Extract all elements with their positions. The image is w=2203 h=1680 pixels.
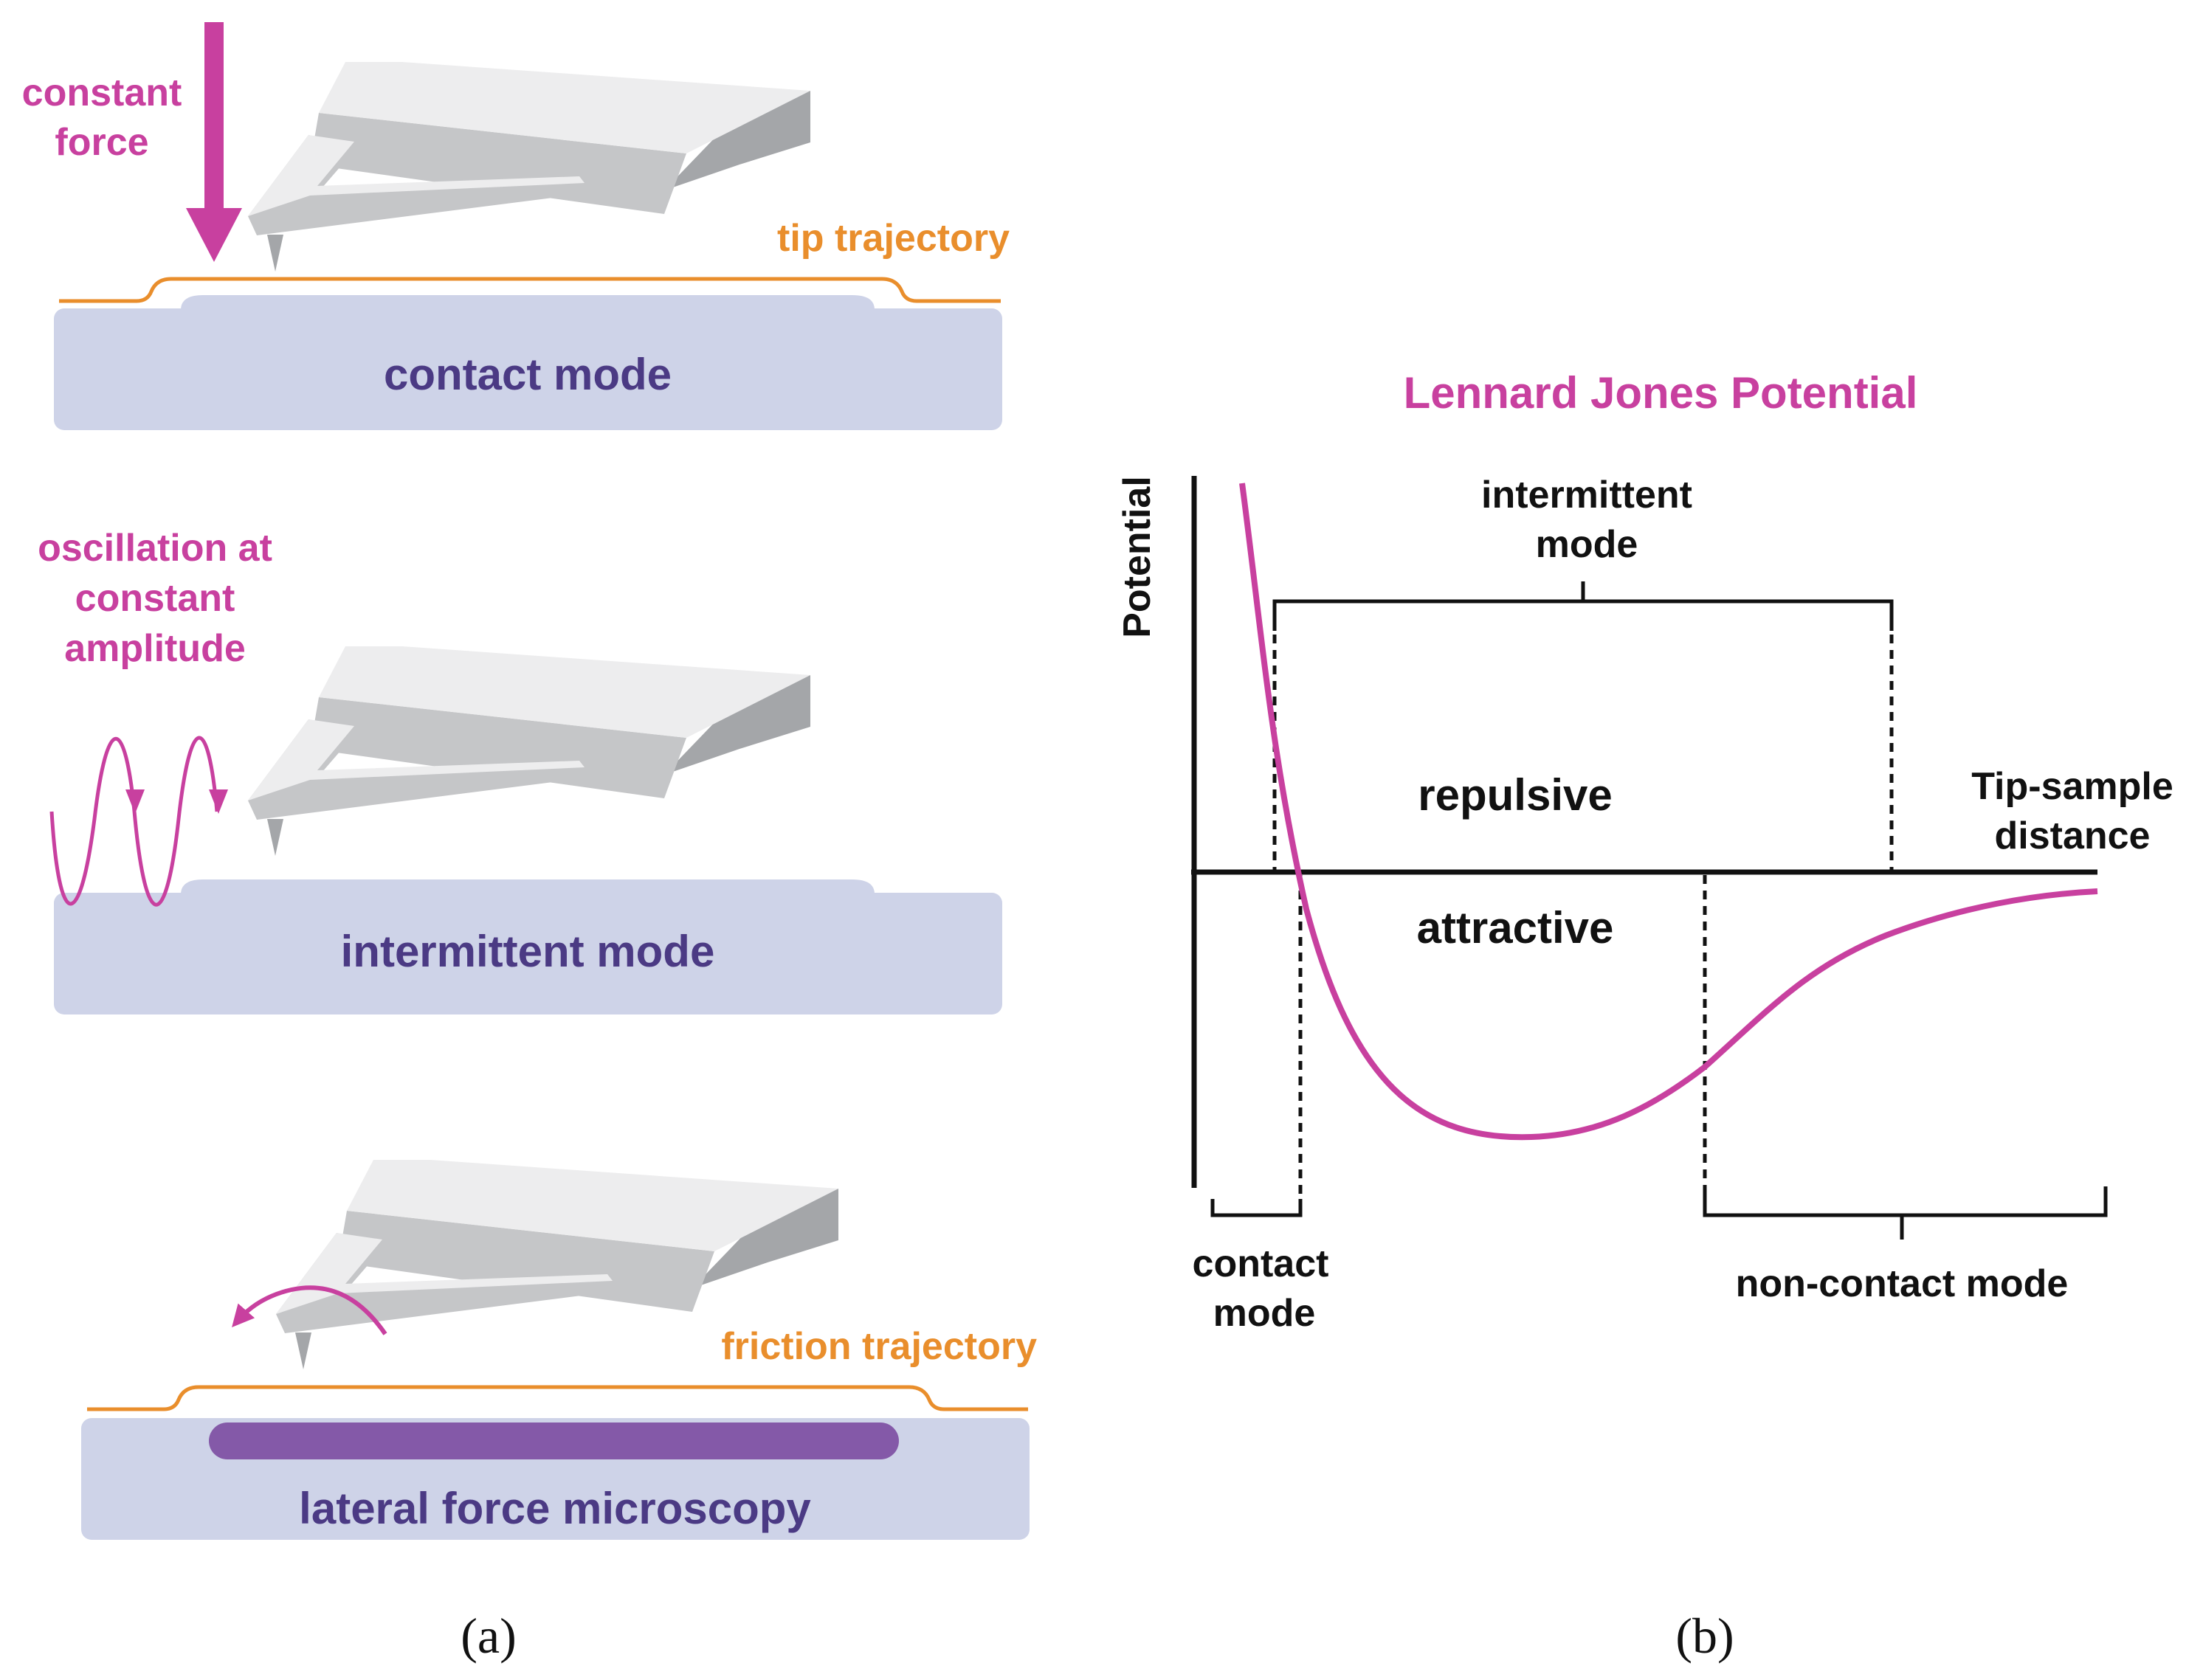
constant-force-label-line1: constant (22, 72, 182, 114)
lateral-force-diagram: friction trajectory lateral force micros… (81, 1160, 1037, 1540)
contact-label-line1: contact (1193, 1242, 1329, 1285)
contact-label-line2: mode (1213, 1292, 1316, 1335)
oscillation-label-line1: oscillation at (38, 527, 272, 570)
panel-a-caption: (a) (461, 1608, 516, 1664)
panel-b: Lennard Jones Potential Potential Tip-sa… (1116, 368, 2173, 1664)
intermittent-cantilever (248, 646, 810, 856)
lateral-feature-bar (209, 1423, 899, 1459)
contact-force-arrow-icon (186, 22, 242, 262)
noncontact-bracket (1703, 1186, 2108, 1240)
contact-sample-base (54, 308, 1002, 430)
contact-tip-trajectory (59, 277, 1001, 303)
repulsive-label: repulsive (1418, 770, 1612, 820)
y-axis-label: Potential (1116, 476, 1159, 638)
oscillation-label-line3: amplitude (64, 627, 246, 670)
friction-trajectory-label: friction trajectory (721, 1325, 1037, 1368)
lennard-jones-curve (1239, 483, 2098, 1141)
intermittent-label-line1: intermittent (1481, 474, 1692, 516)
noncontact-label: non-contact mode (1736, 1262, 2069, 1305)
x-axis-label-line1: Tip-sample (1971, 765, 2173, 808)
intermittent-sample-bump (181, 879, 875, 894)
contact-mode-label: contact mode (384, 350, 672, 399)
constant-force-label-line2: force (55, 121, 148, 164)
chart-title: Lennard Jones Potential (1404, 368, 1918, 418)
oscillation-arrow-1-icon (125, 789, 145, 814)
contact-sample-bump (181, 295, 875, 310)
friction-trajectory (87, 1385, 1028, 1411)
panel-a: constant force tip trajectory contact mo… (22, 22, 1037, 1664)
contact-cantilever (248, 62, 810, 272)
contact-bracket (1210, 1199, 1303, 1217)
friction-arrow-icon (232, 1285, 387, 1335)
x-axis-label-line2: distance (1995, 815, 2151, 857)
oscillation-label-line2: constant (75, 577, 235, 620)
intermittent-mode-diagram: oscillation at constant amplitude interm… (38, 527, 1002, 1014)
panel-b-caption: (b) (1675, 1608, 1734, 1664)
intermittent-bracket (1272, 581, 1894, 631)
intermittent-mode-label: intermittent mode (341, 927, 715, 976)
lateral-force-label: lateral force microscopy (299, 1484, 811, 1533)
contact-mode-diagram: constant force tip trajectory contact mo… (22, 22, 1010, 430)
oscillation-wave-icon (49, 736, 219, 907)
intermittent-sample-base (54, 893, 1002, 1014)
tip-trajectory-label: tip trajectory (777, 217, 1010, 260)
oscillation-arrow-2-icon (209, 789, 228, 814)
intermittent-label-line2: mode (1536, 523, 1638, 566)
attractive-label: attractive (1417, 903, 1614, 953)
